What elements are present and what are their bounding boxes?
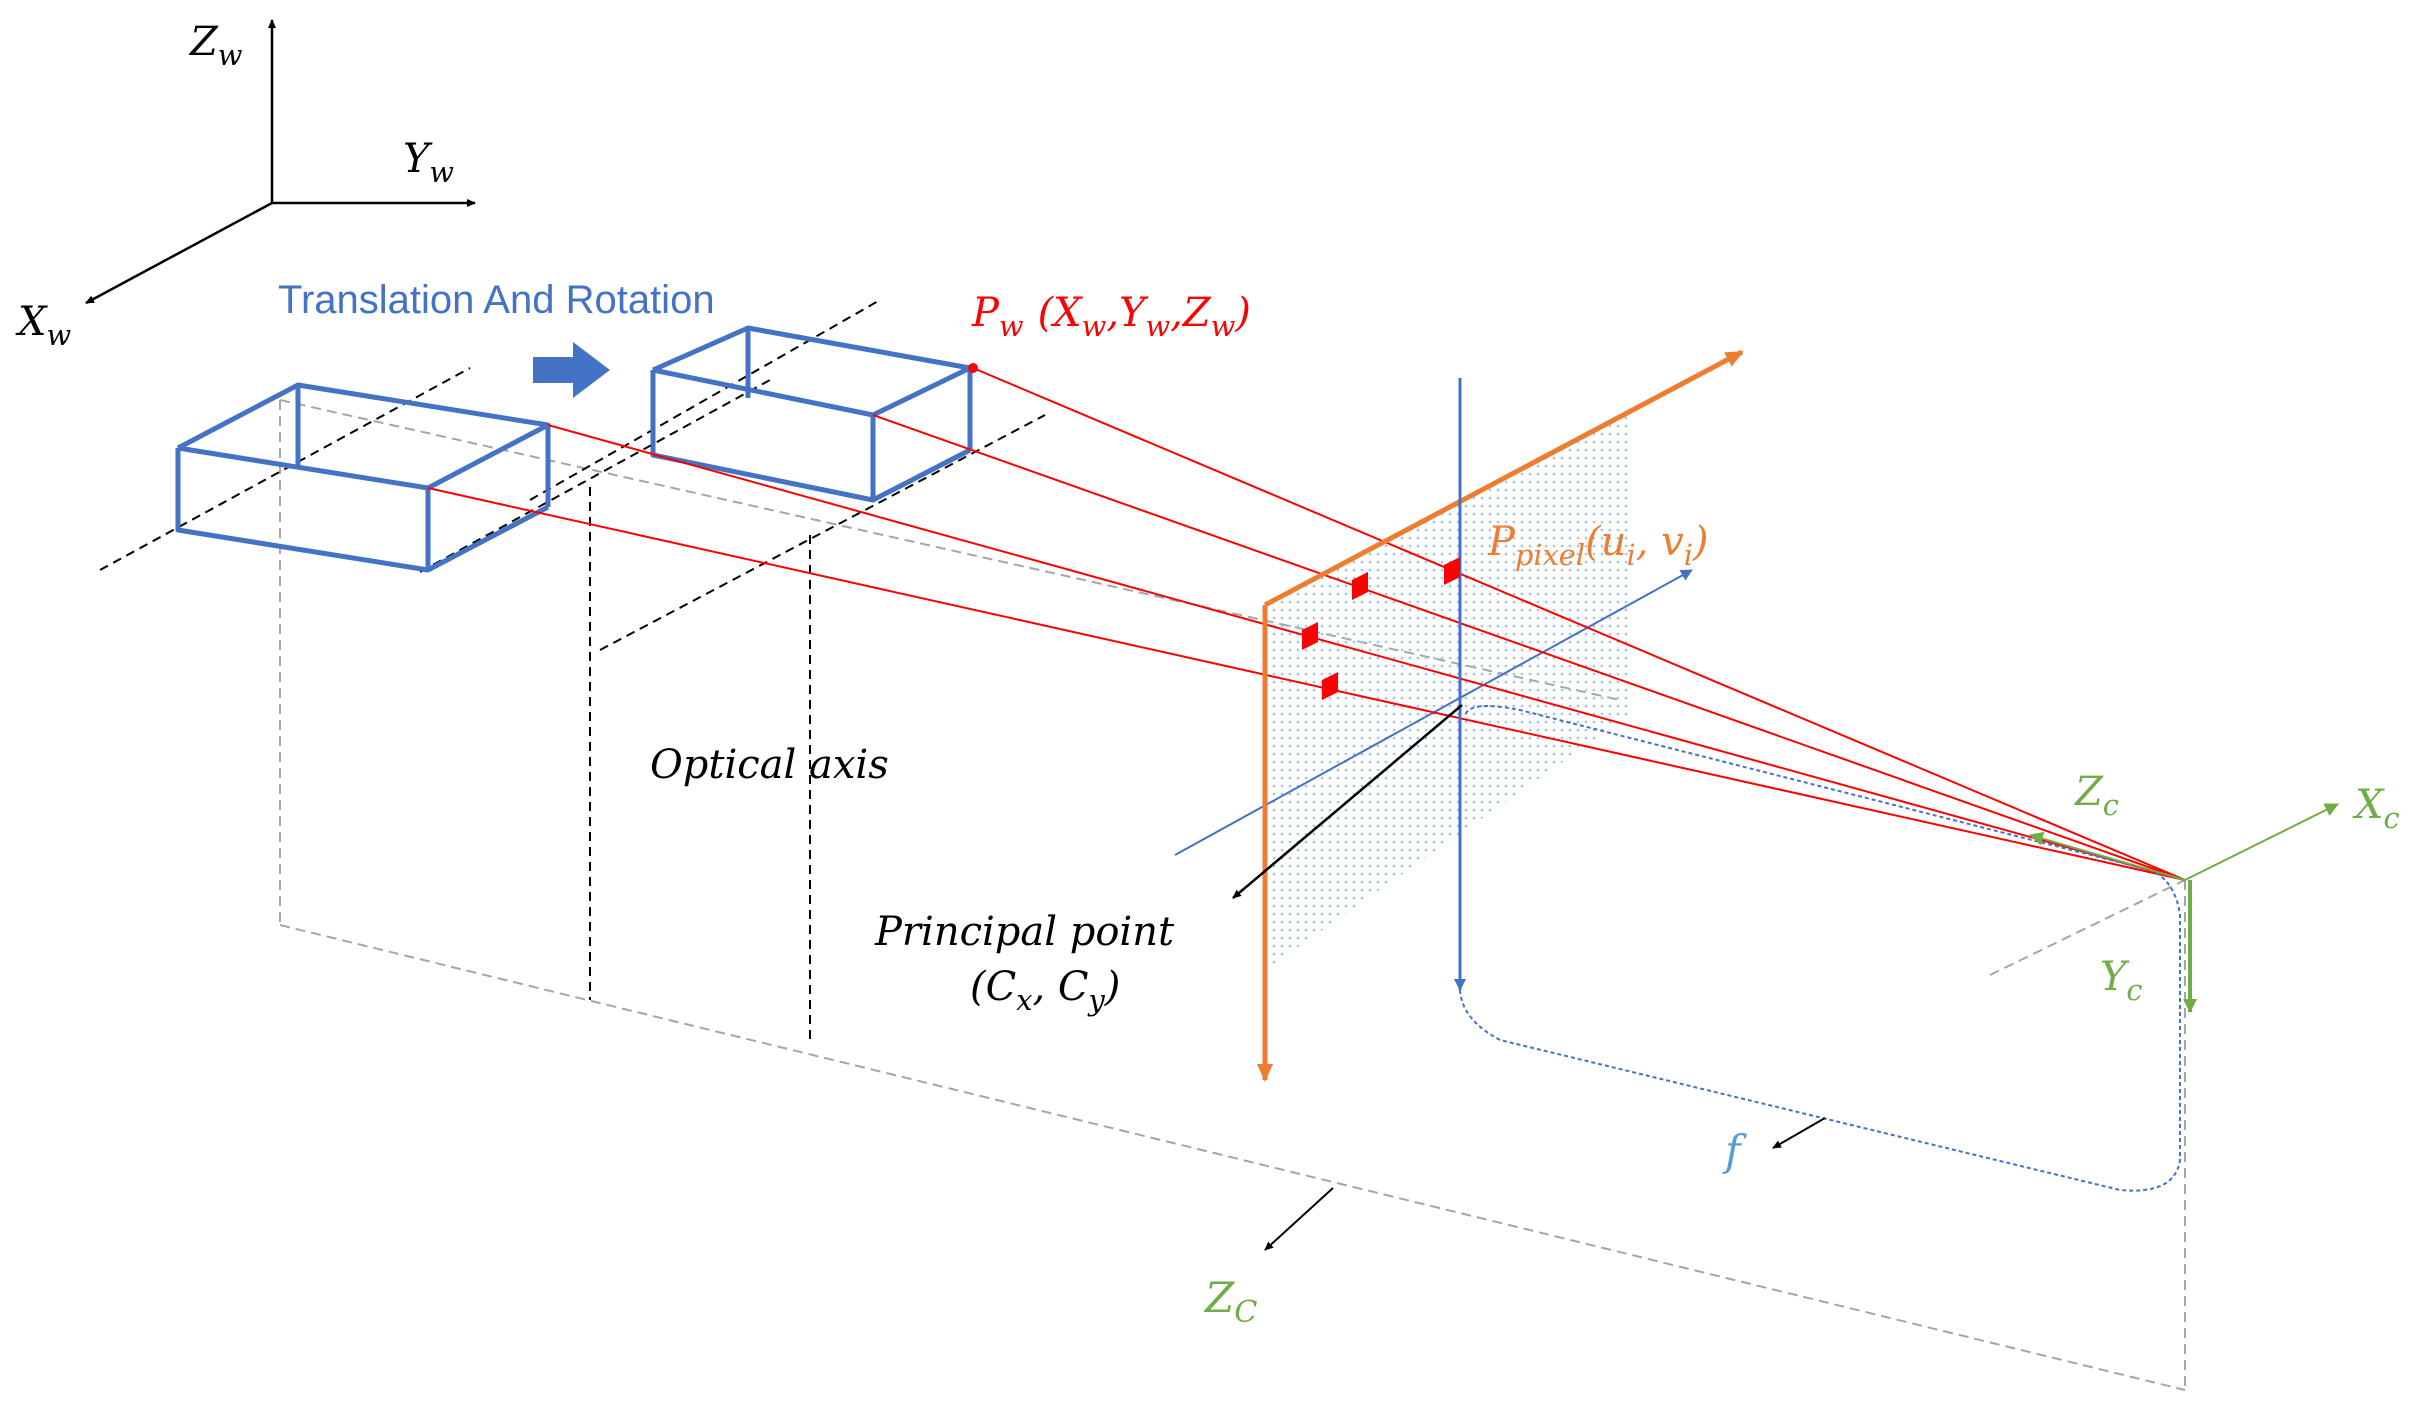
principal-point-arrow <box>1232 704 1463 899</box>
bottom-zc-label: ZC <box>1203 1273 1257 1330</box>
translation-arrow <box>533 342 610 398</box>
bottom-zc-arrow <box>1264 1187 1334 1251</box>
camera-x-label: Xc <box>2352 782 2400 835</box>
projection-rays <box>427 367 2186 881</box>
camera-z-label: Zc <box>2073 769 2119 822</box>
focal-arrow <box>1772 1117 1826 1149</box>
camera-x-axis <box>2184 803 2339 881</box>
optical-axis-label: Optical axis <box>650 742 889 788</box>
world-y-label: Yw <box>403 136 454 189</box>
world-z-label: Zw <box>188 19 243 72</box>
transformed-box <box>650 325 973 503</box>
principal-point-coords: (Cx, Cy) <box>970 964 1120 1017</box>
pixel-u-axis <box>1263 349 1744 608</box>
principal-point-label: Principal point <box>874 909 1175 955</box>
pixel-point-label: Ppixel(ui, vi) <box>1487 519 1709 572</box>
camera-z-axis <box>2029 831 2186 881</box>
world-x-axis <box>85 201 273 305</box>
source-box <box>175 382 551 573</box>
world-point-label: Pw(Xw,Yw,Zw) <box>971 290 1251 343</box>
pixel-markers <box>1302 557 1460 700</box>
focal-length-bracket <box>1459 705 2181 1192</box>
world-x-label: Xw <box>15 299 71 352</box>
focal-length-label: f <box>1722 1126 1747 1175</box>
translation-rotation-label: Translation And Rotation <box>278 278 715 322</box>
ground-plane-dashed-lines <box>279 399 2186 1391</box>
world-point-dot <box>968 363 978 373</box>
camera-y-label: Yc <box>2100 954 2143 1007</box>
image-plane <box>1265 410 1630 970</box>
